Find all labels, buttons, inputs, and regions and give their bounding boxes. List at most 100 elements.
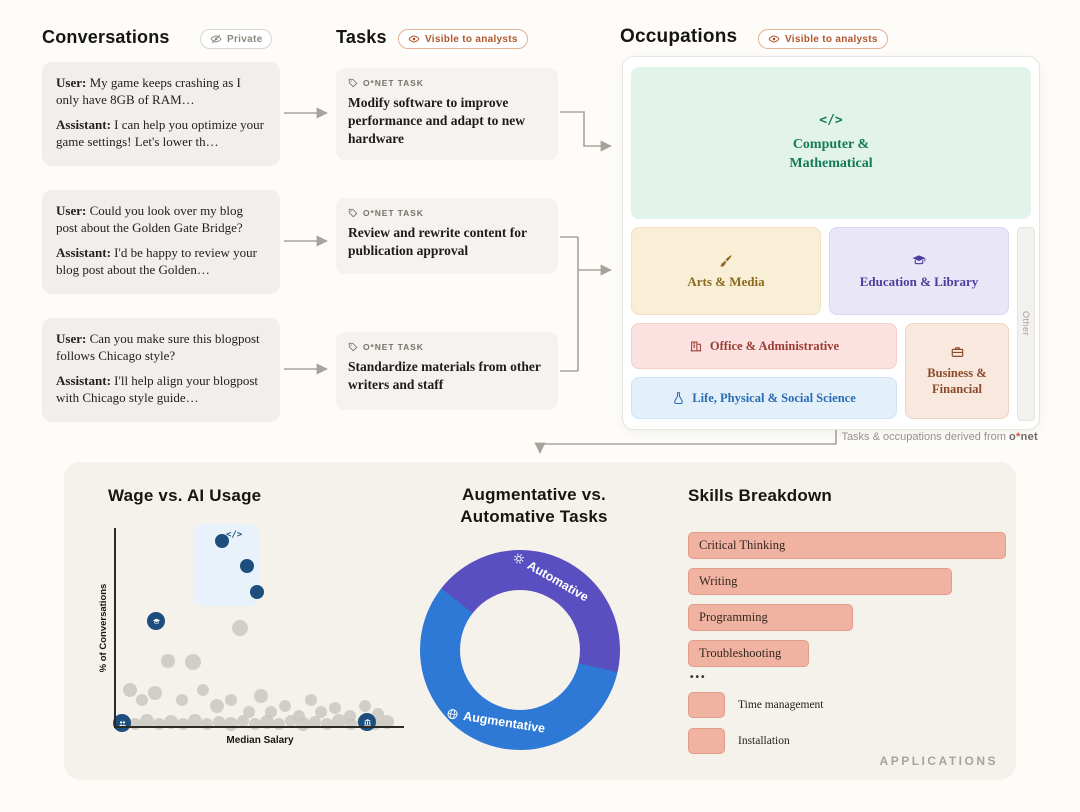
assistant-label: Assistant: (56, 117, 111, 133)
task-text: Review and rewrite content for publicati… (348, 225, 527, 259)
scatter-point-highlight (250, 585, 264, 599)
scatter-point (161, 654, 175, 668)
logo-part: net (1020, 431, 1038, 443)
skill-label: Troubleshooting (699, 646, 782, 660)
assistant-text: I'll help align your blogpost with Chica… (56, 373, 259, 406)
assistant-message: Assistant: I'll help align your blogpost… (56, 372, 266, 406)
user-label: User: (56, 331, 87, 346)
badge-label: Visible to analysts (785, 33, 878, 45)
onet-logo: o*net (1009, 431, 1038, 443)
scatter-point-highlight (240, 559, 254, 573)
flask-icon (672, 391, 685, 405)
skill-bar (688, 728, 725, 754)
assistant-text: I'd be happy to review your blog post ab… (56, 245, 257, 278)
occupation-life-physical-social-science: Life, Physical & Social Science (631, 377, 897, 419)
scatter-point (237, 715, 249, 727)
skill-bar-time-management: Time management (688, 692, 824, 718)
skill-bar: Troubleshooting (688, 640, 809, 667)
applications-label: APPLICATIONS (879, 754, 998, 768)
occupation-business-financial: Business & Financial (905, 323, 1009, 419)
wage-scatter-chart: </> % of Conversations Median Salary (98, 518, 412, 754)
scatter-point (210, 699, 224, 713)
logo-part: o (1008, 431, 1016, 443)
occupation-office-administrative: Office & Administrative (631, 323, 897, 369)
tag-label: O*NET TASK (363, 208, 424, 218)
skills-chart-title: Skills Breakdown (688, 486, 832, 505)
user-text: My game keeps crashing as I only have 8G… (56, 75, 241, 108)
eye-icon (408, 35, 420, 43)
scatter-point (332, 714, 346, 728)
graduation-cap-icon (911, 253, 927, 268)
conversation-card: User: My game keeps crashing as I only h… (42, 62, 280, 166)
scatter-point-highlight (215, 534, 229, 548)
scatter-point (260, 715, 274, 729)
scatter-point (285, 715, 297, 727)
augmentative-segment-label: Augmentative (446, 706, 546, 736)
skill-bar-installation: Installation (688, 728, 790, 754)
occupation-other: Other (1017, 227, 1035, 421)
task-text: Modify software to improve performance a… (348, 95, 525, 147)
occupation-computer-mathematical: </> Computer & Mathematical (631, 67, 1031, 219)
occupation-label: Business & Financial (927, 365, 986, 398)
building-icon (689, 339, 703, 353)
scatter-point (225, 694, 237, 706)
scatter-point (305, 694, 317, 706)
task-card: O*NET TASK Review and rewrite content fo… (336, 198, 558, 274)
scatter-point (273, 718, 285, 730)
automative-segment-label: Automative (510, 550, 591, 604)
skill-label: Critical Thinking (699, 538, 786, 552)
user-text: Can you make sure this blogpost follows … (56, 331, 260, 364)
scatter-point (213, 716, 225, 728)
scatter-point (359, 700, 371, 712)
conversations-title: Conversations (42, 27, 170, 47)
label-line: Business & (927, 365, 987, 380)
onet-task-tag: O*NET TASK (348, 342, 546, 352)
scatter-point (329, 702, 341, 714)
scatter-point (201, 718, 213, 730)
conversation-card: User: Could you look over my blog post a… (42, 190, 280, 294)
private-badge: Private (200, 29, 273, 49)
scatter-point-bank-icon (358, 713, 376, 731)
logo-star: * (1016, 431, 1021, 443)
user-label: User: (56, 75, 87, 90)
scatter-point (148, 686, 162, 700)
scatter-point (188, 714, 202, 728)
scatter-point-graduation-cap-icon (147, 612, 165, 630)
assistant-label: Assistant: (56, 245, 111, 261)
visible-to-analysts-badge: Visible to analysts (758, 29, 888, 49)
skill-bar: Programming (688, 604, 853, 631)
label-line: Mathematical (789, 155, 873, 171)
occupation-label: Arts & Media (687, 273, 765, 289)
scatter-point (315, 706, 327, 718)
occupation-label: Other (1021, 311, 1031, 337)
skill-bar-troubleshooting: Troubleshooting (688, 640, 809, 667)
donut-chart-title: Augmentative vs. Automative Tasks (414, 484, 654, 528)
scatter-point (176, 694, 188, 706)
gear-icon (513, 553, 524, 564)
applications-panel: Wage vs. AI Usage Augmentative vs. Autom… (64, 462, 1016, 780)
globe-icon (447, 709, 458, 720)
user-label: User: (56, 203, 87, 218)
conversation-card: User: Can you make sure this blogpost fo… (42, 318, 280, 422)
y-axis (114, 528, 116, 728)
code-icon: </> (819, 113, 843, 129)
scatter-point (164, 715, 178, 729)
task-card: O*NET TASK Standardize materials from ot… (336, 332, 558, 410)
augmentative-automative-donut: Automative Augmentative (420, 550, 620, 750)
scatter-point (197, 684, 209, 696)
scatter-point (185, 654, 201, 670)
skill-bar-critical-thinking: Critical Thinking (688, 532, 1006, 559)
scatter-point (140, 714, 154, 728)
occupation-arts-media: Arts & Media (631, 227, 821, 315)
briefcase-icon (950, 345, 965, 359)
code-icon: </> (226, 530, 243, 540)
user-message: User: Can you make sure this blogpost fo… (56, 330, 266, 364)
label-line: Computer & (792, 136, 870, 152)
x-axis-label: Median Salary (226, 735, 294, 746)
occupation-label: Education & Library (859, 273, 979, 289)
scatter-point (224, 717, 238, 731)
badge-label: Private (227, 33, 263, 45)
skill-label: Time management (738, 699, 824, 711)
occupation-label: Computer & Mathematical (789, 136, 872, 174)
label-line: Financial (931, 382, 982, 396)
